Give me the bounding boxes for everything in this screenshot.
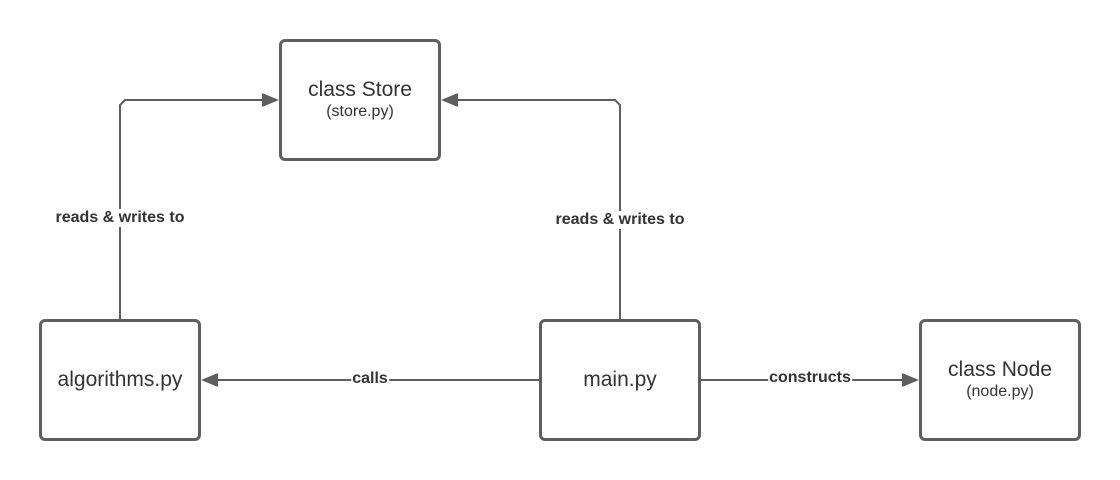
node-class-node-file: (node.py) [966,383,1034,401]
node-class-node[interactable]: class Node (node.py) [919,319,1081,441]
arrowhead-node [902,373,919,387]
arrowhead-store-left [262,93,279,107]
arrowhead-store-right [441,93,458,107]
node-algorithms-title: algorithms.py [57,368,183,392]
node-main[interactable]: main.py [539,319,701,441]
node-class-store-file: (store.py) [326,103,394,121]
node-main-title: main.py [583,368,657,392]
edge-main-to-store [458,99,621,320]
node-class-store-title: class Store [308,78,412,101]
edge-label-main-store: reads & writes to [554,211,686,229]
edge-label-calls: calls [351,370,389,388]
node-algorithms[interactable]: algorithms.py [39,319,201,441]
node-class-node-title: class Node [948,358,1052,381]
edge-label-constructs: constructs [768,369,852,387]
node-class-store[interactable]: class Store (store.py) [279,39,441,161]
edge-label-algorithms-store: reads & writes to [54,209,186,227]
arrowhead-algorithms [201,373,218,387]
